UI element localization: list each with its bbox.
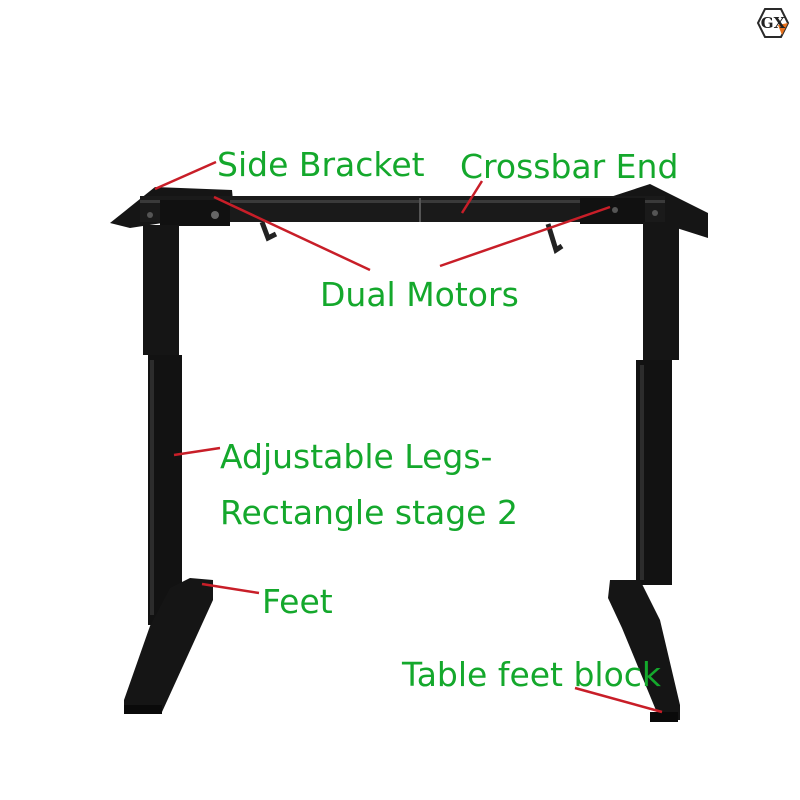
pointer-feet	[201, 582, 260, 595]
left-leg-shine	[150, 360, 154, 615]
pointer-side-bracket	[154, 160, 217, 191]
bracket-bolt	[652, 210, 658, 216]
logo-accent-icon	[778, 23, 788, 35]
right-foot	[608, 580, 680, 720]
pointer-table-feet-block	[574, 686, 663, 714]
bracket-bolt	[211, 211, 219, 219]
left-leg	[124, 225, 213, 714]
label-side-bracket: Side Bracket	[217, 145, 425, 184]
crossbar-end-left	[160, 200, 230, 226]
pointer-dual-motors-right	[439, 205, 611, 268]
motor-cable-right	[545, 223, 564, 254]
motor-cable-left	[259, 221, 278, 242]
label-crossbar-end: Crossbar End	[460, 147, 679, 186]
label-adjustable-legs-line1: Adjustable Legs-	[220, 437, 493, 476]
label-feet: Feet	[262, 582, 333, 621]
label-dual-motors: Dual Motors	[320, 275, 519, 314]
pointer-adjustable-legs	[173, 446, 221, 457]
right-leg	[608, 222, 680, 722]
pointer-crossbar-end	[460, 180, 484, 214]
left-foot-block	[124, 705, 162, 714]
bracket-bolt	[147, 212, 153, 218]
left-leg-upper	[143, 225, 179, 355]
right-leg-upper	[643, 222, 679, 360]
label-adjustable-legs-line2: Rectangle stage 2	[220, 493, 518, 532]
right-foot-block	[650, 712, 678, 722]
bracket-bolt	[612, 207, 618, 213]
label-table-feet-block: Table feet block	[402, 655, 662, 694]
top-frame	[110, 184, 708, 254]
logo-text: GX	[761, 14, 786, 32]
right-leg-shine	[640, 365, 644, 580]
pointers	[154, 160, 663, 714]
pointer-dual-motors-left	[213, 195, 371, 272]
crossbar-highlight	[140, 200, 665, 203]
left-foot	[124, 578, 213, 712]
brand-logo: GX	[756, 8, 790, 38]
